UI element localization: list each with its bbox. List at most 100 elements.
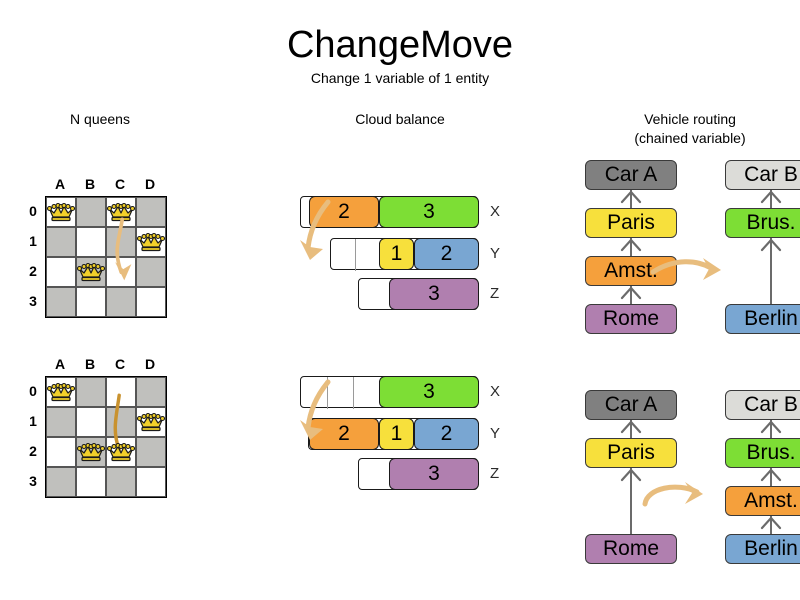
queen-icon xyxy=(46,202,76,222)
vrp-node-rome[interactable]: Rome xyxy=(585,534,677,564)
vrp-title-line-2: (chained variable) xyxy=(634,130,746,146)
vrp-node-brus[interactable]: Brus. xyxy=(725,438,800,468)
board-file-label-c: C xyxy=(114,176,126,192)
queen-icon xyxy=(46,382,76,402)
board-cell-b0[interactable] xyxy=(76,377,106,407)
cloud-capacity-divider xyxy=(327,377,328,409)
queen-b2[interactable] xyxy=(76,261,106,283)
cloud-process-x-1[interactable]: 3 xyxy=(379,375,479,408)
queen-d1[interactable] xyxy=(136,411,166,433)
queen-a0[interactable] xyxy=(46,381,76,403)
board-cell-b1[interactable] xyxy=(76,407,106,437)
vrp-node-car-a[interactable]: Car A xyxy=(585,160,677,190)
queen-b2[interactable] xyxy=(76,441,106,463)
vrp-node-car-b[interactable]: Car B xyxy=(725,160,800,190)
vrp-node-car-b[interactable]: Car B xyxy=(725,390,800,420)
queen-c2[interactable] xyxy=(106,441,136,463)
board-grid[interactable] xyxy=(45,196,167,318)
vrp-edge xyxy=(770,516,772,534)
board-cell-d2[interactable] xyxy=(136,257,166,287)
board-cell-c0[interactable] xyxy=(106,377,136,407)
board-cell-b3[interactable] xyxy=(76,467,106,497)
vrp-node-brus[interactable]: Brus. xyxy=(725,208,800,238)
board-file-label-a: A xyxy=(54,176,66,192)
board-cell-a1[interactable] xyxy=(46,407,76,437)
board-cell-d2[interactable] xyxy=(136,437,166,467)
vrp-edge-arrowhead xyxy=(760,516,782,530)
cloud-process-y-3[interactable]: 2 xyxy=(414,417,479,450)
vrp-node-amst[interactable]: Amst. xyxy=(585,256,677,286)
vrp-edge-arrowhead xyxy=(760,468,782,482)
board-cell-d3[interactable] xyxy=(136,287,166,317)
cloud-process-z-1[interactable]: 3 xyxy=(389,457,479,490)
board-cell-a2[interactable] xyxy=(46,437,76,467)
board-cell-d3[interactable] xyxy=(136,467,166,497)
cloud-process-x-1[interactable]: 2 xyxy=(309,195,379,228)
vrp-edge xyxy=(630,286,632,304)
board-cell-d0[interactable] xyxy=(136,377,166,407)
board-cell-b1[interactable] xyxy=(76,227,106,257)
board-grid[interactable] xyxy=(45,376,167,498)
vrp-edge xyxy=(630,420,632,438)
cloud-process-y-1[interactable]: 1 xyxy=(379,237,414,270)
queen-icon xyxy=(136,232,166,252)
board-cell-a1[interactable] xyxy=(46,227,76,257)
board-cell-c1[interactable] xyxy=(106,407,136,437)
board-cell-c2[interactable] xyxy=(106,257,136,287)
board-file-label-d: D xyxy=(144,356,156,372)
board-cell-b0[interactable] xyxy=(76,197,106,227)
board-cell-a2[interactable] xyxy=(46,257,76,287)
board-cell-a3[interactable] xyxy=(46,287,76,317)
cloud-computer-x[interactable]: 3 xyxy=(300,375,479,409)
board-file-label-b: B xyxy=(84,356,96,372)
vrp-edge-arrowhead xyxy=(760,190,782,204)
cloud-computer-z[interactable]: 3 xyxy=(358,457,479,490)
vrp-node-rome[interactable]: Rome xyxy=(585,304,677,334)
vrp-node-berlin[interactable]: Berlin xyxy=(725,304,800,334)
board-cell-a3[interactable] xyxy=(46,467,76,497)
queen-icon xyxy=(76,442,106,462)
cloud-process-z-1[interactable]: 3 xyxy=(389,277,479,310)
board-file-label-d: D xyxy=(144,176,156,192)
vrp-edge xyxy=(630,468,632,534)
vrp-node-car-a[interactable]: Car A xyxy=(585,390,677,420)
cloud-computer-label-x: X xyxy=(490,203,501,220)
vrp-edge xyxy=(770,468,772,486)
vrp-node-amst[interactable]: Amst. xyxy=(725,486,800,516)
page-title: ChangeMove xyxy=(286,24,514,66)
vrp-node-paris[interactable]: Paris xyxy=(585,438,677,468)
vrp-node-paris[interactable]: Paris xyxy=(585,208,677,238)
queen-d1[interactable] xyxy=(136,231,166,253)
board-rank-label-0: 0 xyxy=(29,203,37,219)
board-rank-label-3: 3 xyxy=(29,293,37,309)
queen-a0[interactable] xyxy=(46,201,76,223)
board-cell-c1[interactable] xyxy=(106,227,136,257)
board-file-label-b: B xyxy=(84,176,96,192)
board-cell-d0[interactable] xyxy=(136,197,166,227)
cloud-capacity-divider xyxy=(353,377,354,409)
queen-icon xyxy=(76,262,106,282)
vrp-edge xyxy=(630,190,632,208)
cloud-computer-z[interactable]: 3 xyxy=(358,277,479,310)
cloud-process-y-2[interactable]: 1 xyxy=(379,417,414,450)
board-cell-b3[interactable] xyxy=(76,287,106,317)
cloud-process-y-1[interactable]: 2 xyxy=(309,417,379,450)
vrp-node-berlin[interactable]: Berlin xyxy=(725,534,800,564)
board-cell-c3[interactable] xyxy=(106,287,136,317)
cloud-process-x-2[interactable]: 3 xyxy=(379,195,479,228)
board-cell-c3[interactable] xyxy=(106,467,136,497)
vrp-edge xyxy=(770,420,772,438)
queen-c0[interactable] xyxy=(106,201,136,223)
cloud-process-y-2[interactable]: 2 xyxy=(414,237,479,270)
vrp-edge-arrowhead xyxy=(620,468,642,482)
board-file-label-a: A xyxy=(54,356,66,372)
